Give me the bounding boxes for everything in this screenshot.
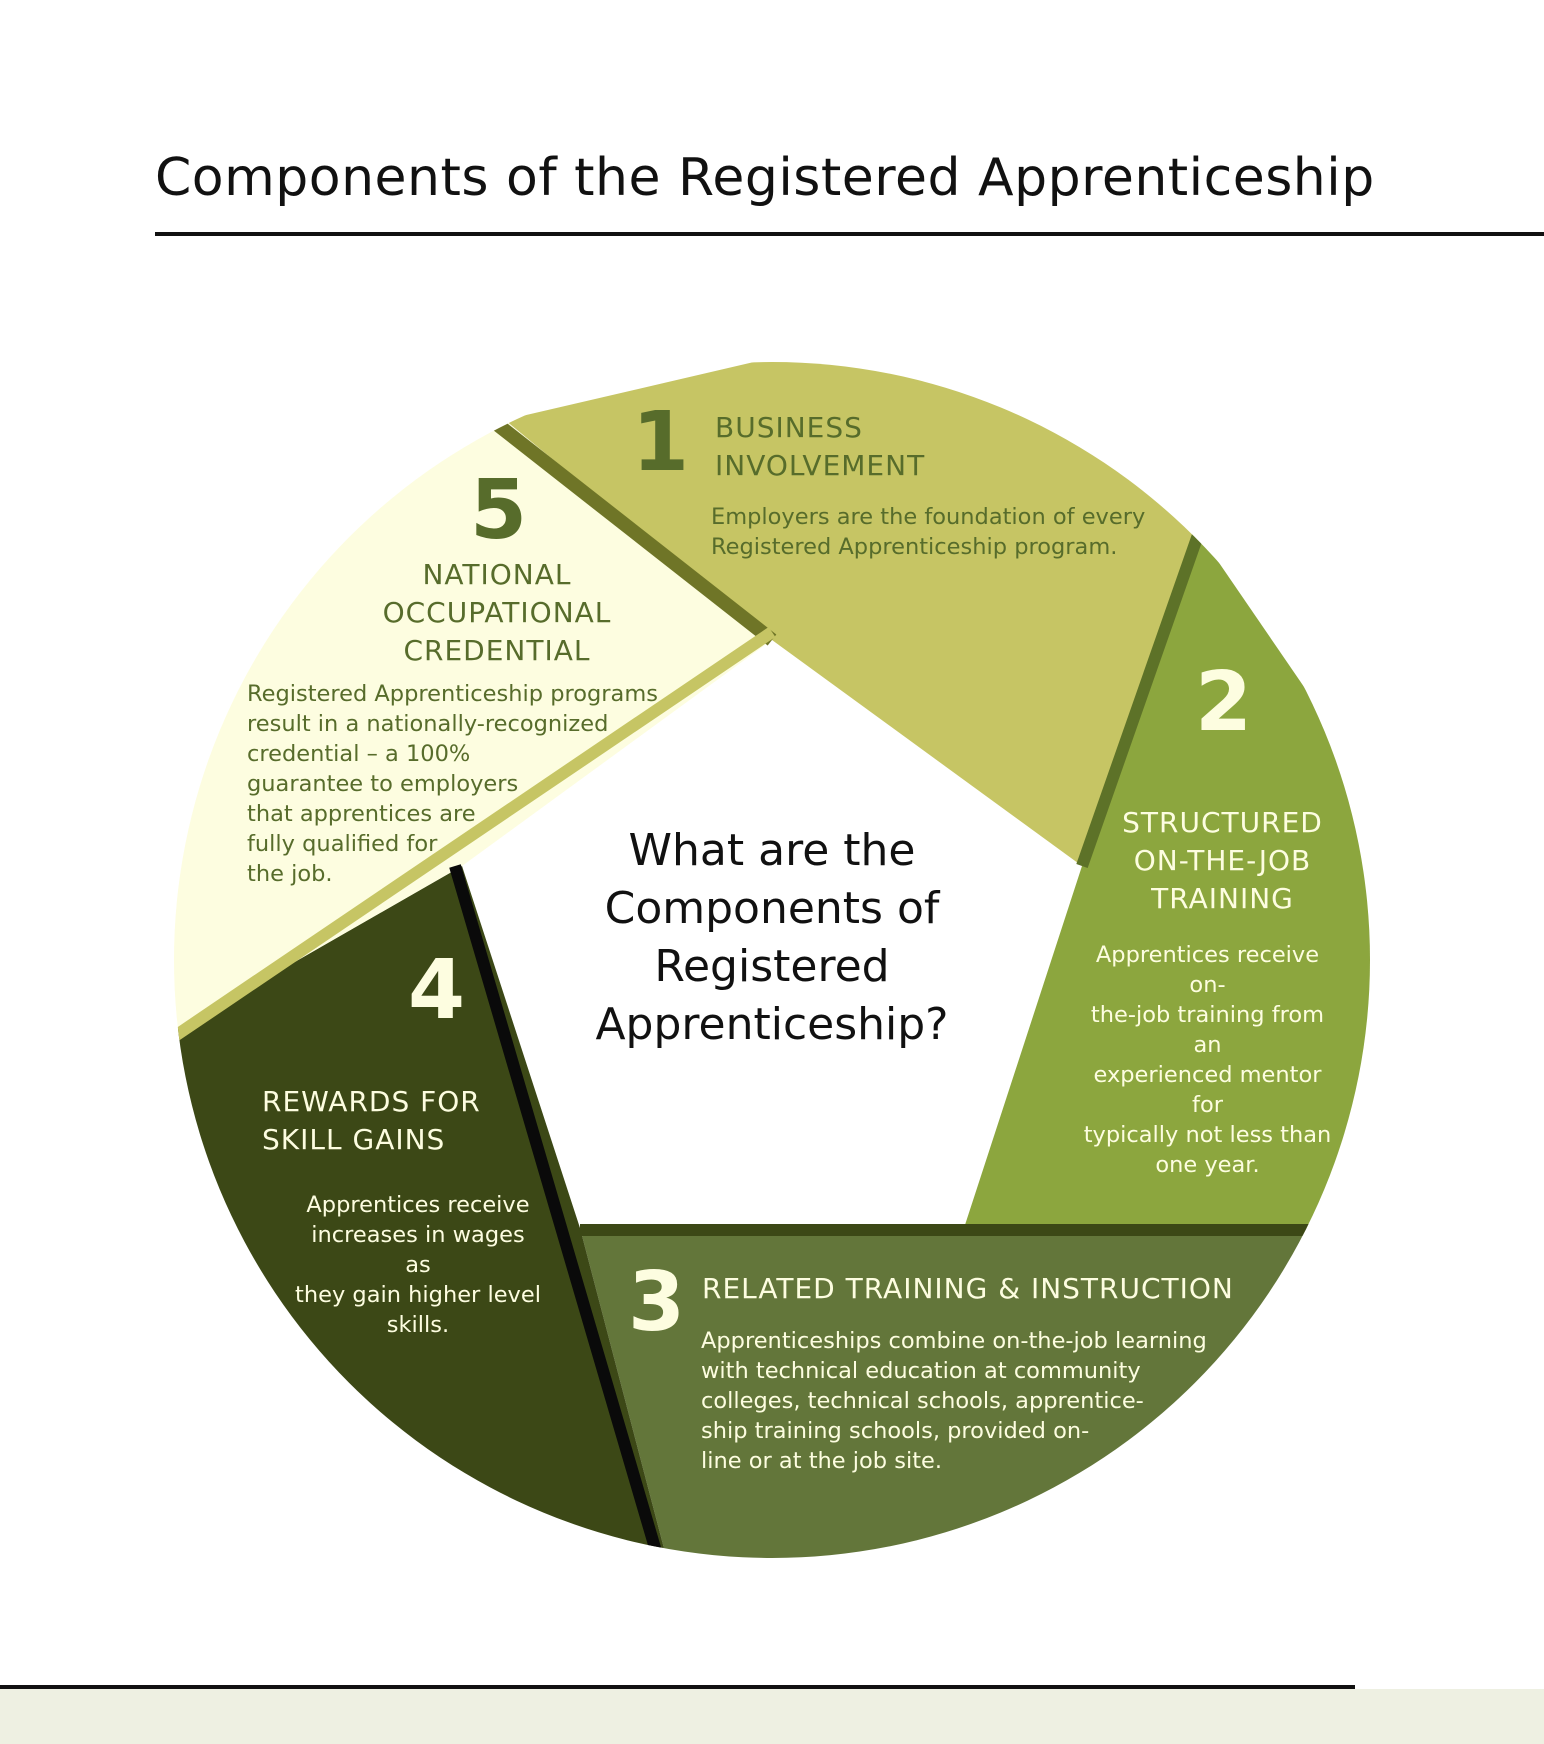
- page-title: Components of the Registered Apprentices…: [155, 148, 1375, 208]
- component-4-number: 4: [408, 943, 466, 1038]
- body-line: typically not less than: [1083, 1122, 1332, 1148]
- heading-line: ON-THE-JOB: [1133, 844, 1312, 877]
- body-line: the job.: [247, 861, 333, 887]
- body-line: credential – a 100%: [247, 741, 471, 767]
- component-5-description: Registered Apprenticeship programs resul…: [247, 679, 658, 889]
- heading-line: SKILL GAINS: [262, 1123, 446, 1156]
- body-line: Registered Apprenticeship program.: [711, 534, 1118, 560]
- component-1-heading: BUSINESS INVOLVEMENT: [715, 409, 925, 485]
- footer-band: [0, 1689, 1544, 1744]
- body-line: one year.: [1155, 1152, 1260, 1178]
- heading-line: NATIONAL: [422, 558, 572, 591]
- heading-line: INVOLVEMENT: [715, 449, 926, 482]
- center-question-line: What are the: [628, 825, 916, 876]
- heading-line: RELATED TRAINING & INSTRUCTION: [702, 1272, 1234, 1305]
- heading-line: CREDENTIAL: [403, 634, 591, 667]
- body-line: increases in wages as: [311, 1222, 525, 1278]
- heading-line: BUSINESS: [715, 411, 863, 444]
- body-line: guarantee to employers: [247, 771, 519, 797]
- segment-1-business-involvement: [505, 362, 1200, 866]
- body-line: with technical education at community: [701, 1358, 1141, 1384]
- divider-4-5: [174, 627, 776, 1058]
- component-1-number: 1: [632, 395, 690, 490]
- component-5-number: 5: [470, 463, 528, 558]
- component-2-number: 2: [1195, 655, 1253, 750]
- footer-rule: [0, 1685, 1355, 1689]
- heading-line: REWARDS FOR: [262, 1085, 481, 1118]
- body-line: Employers are the foundation of every: [711, 504, 1146, 530]
- center-question-line: Registered: [654, 941, 890, 992]
- body-line: Apprentices receive: [306, 1192, 530, 1218]
- title-underline: [155, 232, 1544, 236]
- component-1-description: Employers are the foundation of every Re…: [711, 502, 1145, 562]
- heading-line: OCCUPATIONAL: [382, 596, 612, 629]
- component-3-heading: RELATED TRAINING & INSTRUCTION: [702, 1270, 1234, 1308]
- body-line: that apprentices are: [247, 801, 476, 827]
- body-line: Registered Apprenticeship programs: [247, 681, 658, 707]
- center-pentagon: [468, 647, 1075, 1222]
- divider-3-4: [449, 864, 688, 1558]
- heading-line: TRAINING: [1151, 882, 1294, 915]
- component-3-number: 3: [628, 1255, 686, 1350]
- component-4-heading: REWARDS FOR SKILL GAINS: [262, 1083, 481, 1159]
- body-line: the-job training from an: [1090, 1002, 1325, 1058]
- body-line: ship training schools, provided on-: [701, 1418, 1090, 1444]
- body-line: they gain higher level: [295, 1282, 541, 1308]
- center-question-line: Apprenticeship?: [595, 999, 949, 1050]
- body-line: result in a nationally-recognized: [247, 711, 609, 737]
- body-line: skills.: [386, 1312, 450, 1338]
- component-2-description: Apprentices receive on- the-job training…: [1075, 940, 1340, 1180]
- component-4-description: Apprentices receive increases in wages a…: [295, 1190, 541, 1340]
- body-line: Apprentices receive on-: [1095, 942, 1320, 998]
- center-question-line: Components of: [604, 883, 940, 934]
- component-2-heading: STRUCTURED ON-THE-JOB TRAINING: [1100, 804, 1345, 918]
- body-line: Apprenticeships combine on-the-job learn…: [701, 1328, 1207, 1354]
- divider-1-5: [493, 419, 777, 646]
- segment-2-on-the-job-training: [964, 535, 1370, 1228]
- body-line: experienced mentor for: [1093, 1062, 1322, 1118]
- component-3-description: Apprenticeships combine on-the-job learn…: [701, 1326, 1207, 1476]
- body-line: fully qualified for: [247, 831, 438, 857]
- heading-line: STRUCTURED: [1122, 806, 1323, 839]
- body-line: colleges, technical schools, apprentice-: [701, 1388, 1144, 1414]
- component-5-heading: NATIONAL OCCUPATIONAL CREDENTIAL: [347, 556, 647, 670]
- body-line: line or at the job site.: [701, 1448, 943, 1474]
- divider-1-2: [1076, 533, 1204, 868]
- center-question: What are the Components of Registered Ap…: [572, 822, 972, 1054]
